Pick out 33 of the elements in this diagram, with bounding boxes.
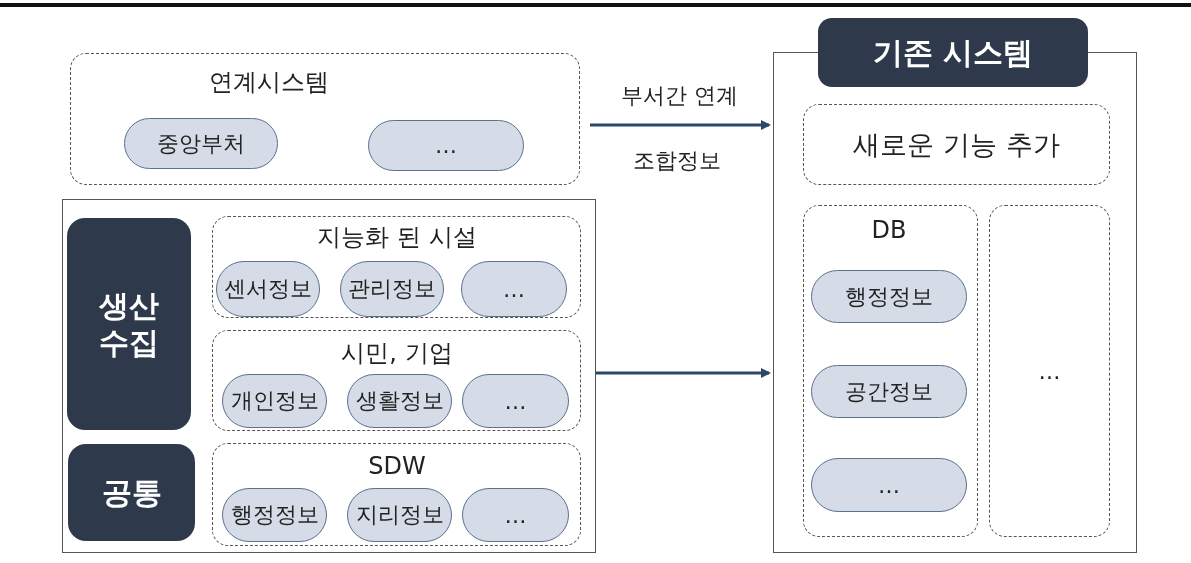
dashed-box: 새로운 기능 추가 xyxy=(803,104,1110,185)
group-title: SDW xyxy=(368,452,426,480)
group-title: 연계시스템 xyxy=(209,67,329,98)
group-box xyxy=(70,53,580,185)
info-pill: 센서정보 xyxy=(216,261,320,317)
dashed-box: … xyxy=(989,205,1110,537)
group-box xyxy=(212,216,581,318)
group-title: 시민, 기업 xyxy=(341,338,453,369)
group-box xyxy=(212,330,581,431)
info-pill: … xyxy=(462,488,569,542)
info-pill: … xyxy=(461,261,567,317)
info-pill: 행정정보 xyxy=(222,488,327,542)
info-pill: 행정정보 xyxy=(811,270,967,323)
info-pill: 지리정보 xyxy=(347,488,452,542)
info-pill: 공간정보 xyxy=(811,365,967,418)
arrow xyxy=(596,368,771,378)
info-pill: … xyxy=(462,374,569,428)
category-box: 공통 xyxy=(68,444,195,541)
info-pill: 개인정보 xyxy=(222,374,327,428)
info-pill: … xyxy=(368,120,524,171)
arrow xyxy=(590,120,771,130)
group-box xyxy=(212,443,581,546)
panel-box xyxy=(62,199,596,553)
group-box xyxy=(803,205,978,537)
category-box: 생산 수집 xyxy=(67,218,191,430)
info-pill: 관리정보 xyxy=(340,261,444,317)
info-pill: 생활정보 xyxy=(347,374,452,428)
group-title: DB xyxy=(871,216,907,244)
info-pill: … xyxy=(811,458,967,512)
heading-tab: 기존 시스템 xyxy=(818,18,1088,87)
group-title: 지능화 된 시설 xyxy=(317,222,477,253)
system-panel xyxy=(773,18,1137,553)
info-pill: 중앙부처 xyxy=(124,118,278,169)
